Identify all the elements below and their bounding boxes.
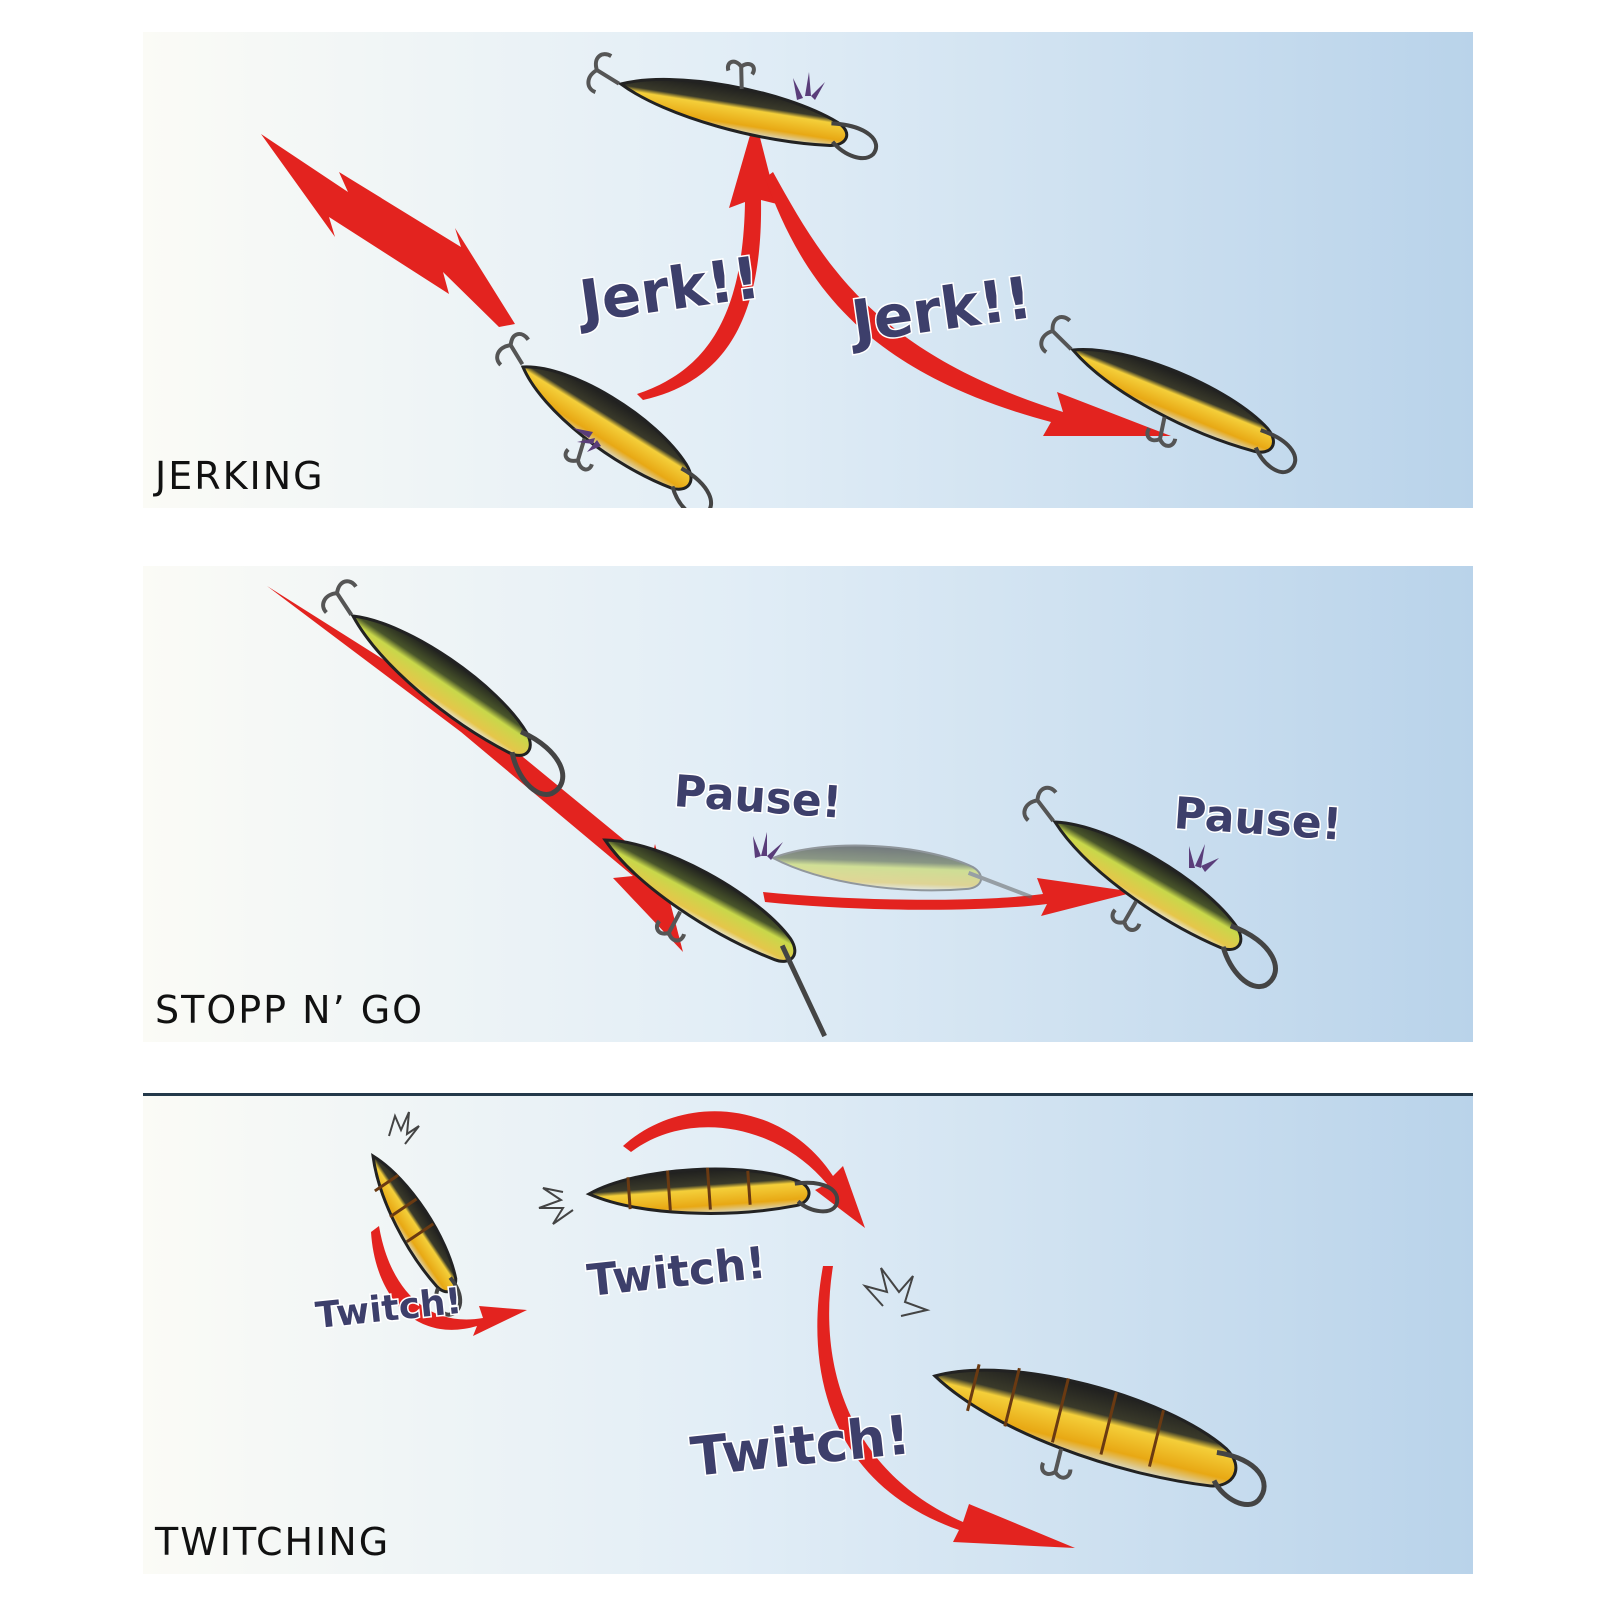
impact-marks	[753, 832, 1219, 872]
panel-title-stopp-n-go: STOPP N’ GO	[155, 988, 425, 1032]
impact-marks	[573, 72, 825, 452]
lure-5	[602, 838, 827, 1038]
lure-9	[932, 1363, 1267, 1507]
splash-icon	[538, 1187, 574, 1225]
lightning-arrow	[261, 134, 515, 327]
lure-2	[586, 52, 879, 160]
twitch-arrow-3	[817, 1266, 1075, 1548]
pause-callout-1: Pause!	[672, 766, 843, 829]
lure-4	[321, 579, 566, 797]
lure-8	[585, 1167, 840, 1215]
twitching-illustration: Twitch! Twitch! Twitch!	[143, 1096, 1473, 1574]
twitch-arrow-2	[623, 1111, 865, 1228]
lure-6	[1022, 785, 1278, 990]
splash-icon	[388, 1111, 420, 1145]
jerking-illustration: Jerk!! Jerk!!	[143, 32, 1473, 508]
stopp-n-go-illustration: Pause! Pause!	[143, 566, 1473, 1042]
lure-7	[371, 1153, 463, 1317]
splash-icon	[861, 1267, 931, 1317]
lure-ghost	[770, 844, 1033, 899]
lure-1	[495, 332, 714, 508]
stopp-n-go-panel: Pause! Pause! STOPP N’ GO	[143, 566, 1473, 1042]
horizontal-arrow	[763, 878, 1135, 916]
twitching-panel: Twitch! Twitch! Twitch! TWITCHING	[143, 1093, 1473, 1574]
panel-title-jerking: JERKING	[155, 454, 325, 498]
jerk-arrow-down	[765, 172, 1171, 436]
jerk-arrow-up	[637, 118, 777, 400]
jerking-panel: Jerk!! Jerk!! JERKING	[143, 32, 1473, 508]
twitch-arrow-1	[371, 1226, 527, 1336]
lure-3	[1039, 315, 1298, 474]
panel-title-twitching: TWITCHING	[155, 1520, 391, 1564]
